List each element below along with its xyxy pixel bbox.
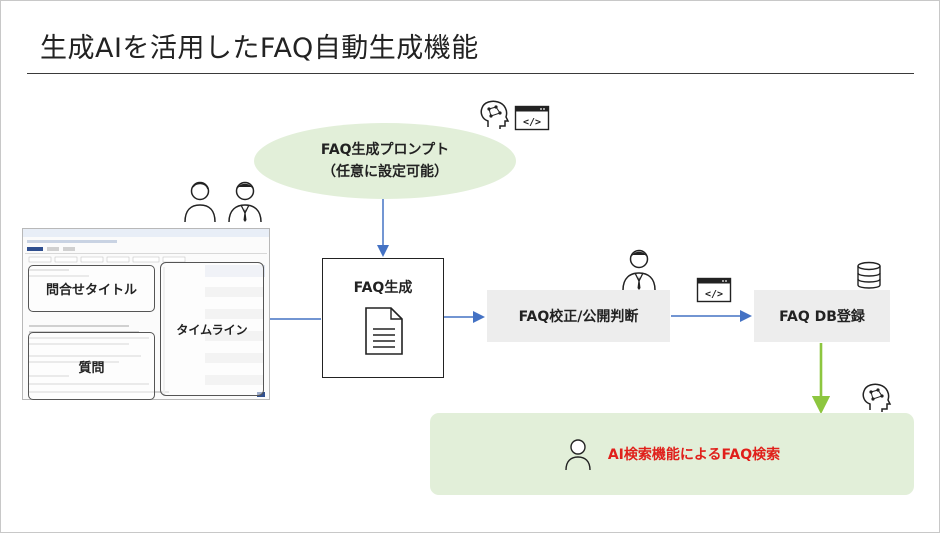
prompt-ellipse: FAQ生成プロンプト （任意に設定可能） [254, 123, 516, 199]
search-user-icon [565, 439, 591, 471]
faq-correction-box: FAQ校正/公開判断 [487, 290, 670, 342]
faq-correction-label: FAQ校正/公開判断 [518, 309, 639, 325]
user-icon [184, 181, 216, 223]
faq-generation-box: FAQ生成 [322, 258, 444, 378]
reviewer-icon [622, 249, 656, 291]
document-icon [365, 307, 403, 355]
timeline-panel: タイムライン [160, 262, 264, 396]
ai-search-label: AI検索機能によるFAQ検索 [607, 447, 781, 463]
faq-generation-label: FAQ生成 [353, 280, 413, 296]
ai-brain-icon-2 [862, 383, 892, 412]
svg-text:</>: </> [523, 117, 541, 128]
svg-text:</>: </> [705, 289, 723, 300]
operator-icon [228, 181, 262, 223]
faq-db-label: FAQ DB登録 [779, 309, 865, 325]
ai-brain-icon [480, 100, 510, 129]
question-field: 質問 [28, 332, 155, 400]
title-divider [27, 73, 914, 74]
inquiry-title-field: 問合せタイトル [28, 265, 155, 312]
page-title: 生成AIを活用したFAQ自動生成機能 [40, 33, 479, 64]
prompt-line1: FAQ生成プロンプト [320, 142, 450, 158]
prompt-line2: （任意に設定可能） [322, 164, 448, 180]
code-window-icon: </> [514, 105, 550, 131]
code-window-icon-2: </> [696, 277, 732, 303]
ai-search-box: AI検索機能によるFAQ検索 [430, 413, 914, 495]
database-icon [857, 261, 881, 289]
faq-db-box: FAQ DB登録 [754, 290, 890, 342]
